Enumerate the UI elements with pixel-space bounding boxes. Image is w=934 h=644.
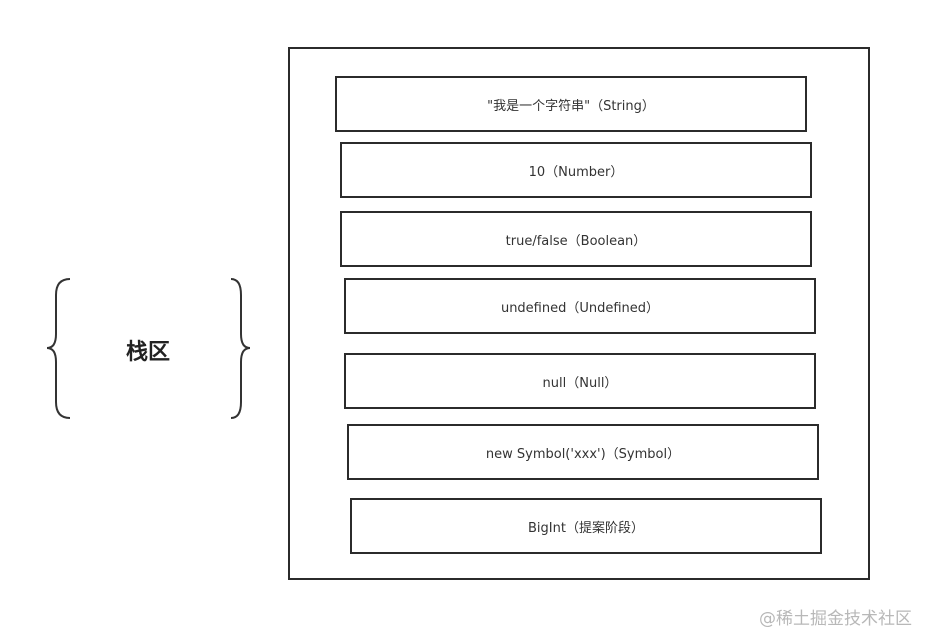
watermark-text: @稀土掘金技术社区: [759, 609, 912, 629]
stack-item-bigint: BigInt（提案阶段）: [350, 498, 822, 554]
stack-container: [288, 47, 870, 580]
stack-item-symbol: new Symbol('xxx')（Symbol）: [347, 424, 819, 480]
stack-item-number: 10（Number）: [340, 142, 812, 198]
stack-item-string: "我是一个字符串"（String）: [335, 76, 807, 132]
stack-item-boolean: true/false（Boolean）: [340, 211, 812, 267]
stack-item-undefined: undefined（Undefined）: [344, 278, 816, 334]
stack-area-label: 栈区: [125, 340, 170, 365]
left-brace: [46, 278, 71, 419]
stack-item-null: null（Null）: [344, 353, 816, 409]
right-brace: [230, 278, 251, 419]
